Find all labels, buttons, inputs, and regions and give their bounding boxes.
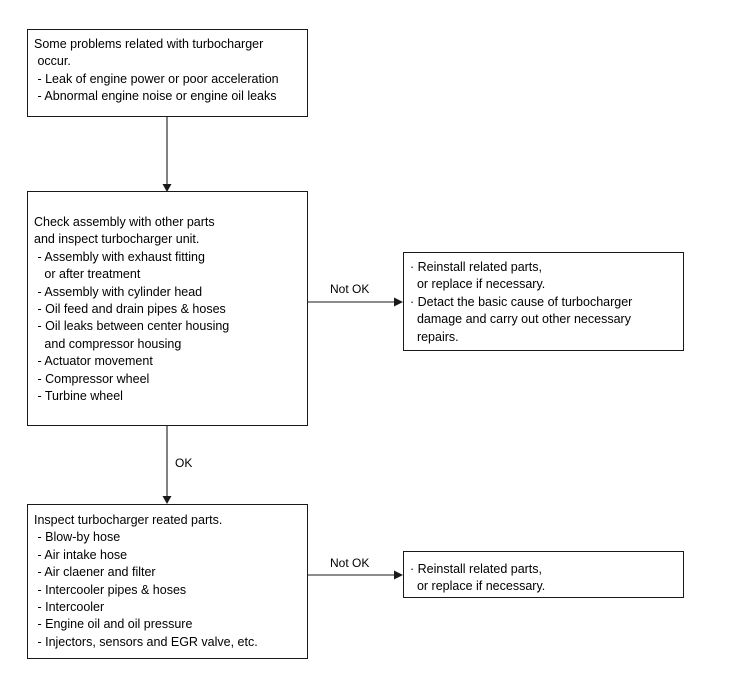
arrowhead-check-to-related [162,496,172,504]
repair-unit-box-text: · Reinstall related parts, or replace if… [410,260,633,344]
arrowhead-related-to-repair [394,570,403,580]
inspect-related-parts-box-text: Inspect turbocharger reated parts. - Blo… [34,513,258,649]
edge-label-ok: OK [175,456,193,470]
edge-label-not-ok-lower: Not OK [330,556,370,570]
inspect-related-parts-box[interactable] [27,504,308,659]
check-turbocharger-unit-box[interactable] [27,191,308,426]
symptom-box-text: Some problems related with turbocharger … [34,37,279,104]
arrowhead-check-to-repair-unit [394,297,403,307]
repair-related-parts-box-text: · Reinstall related parts, or replace if… [410,562,546,594]
check-turbocharger-unit-box-text: Check assembly with other parts and insp… [34,215,230,404]
edge-label-not-ok-upper: Not OK [330,282,370,296]
repair-unit-box[interactable] [403,252,684,351]
repair-related-parts-box[interactable] [403,551,684,598]
symptom-box[interactable] [27,29,308,117]
